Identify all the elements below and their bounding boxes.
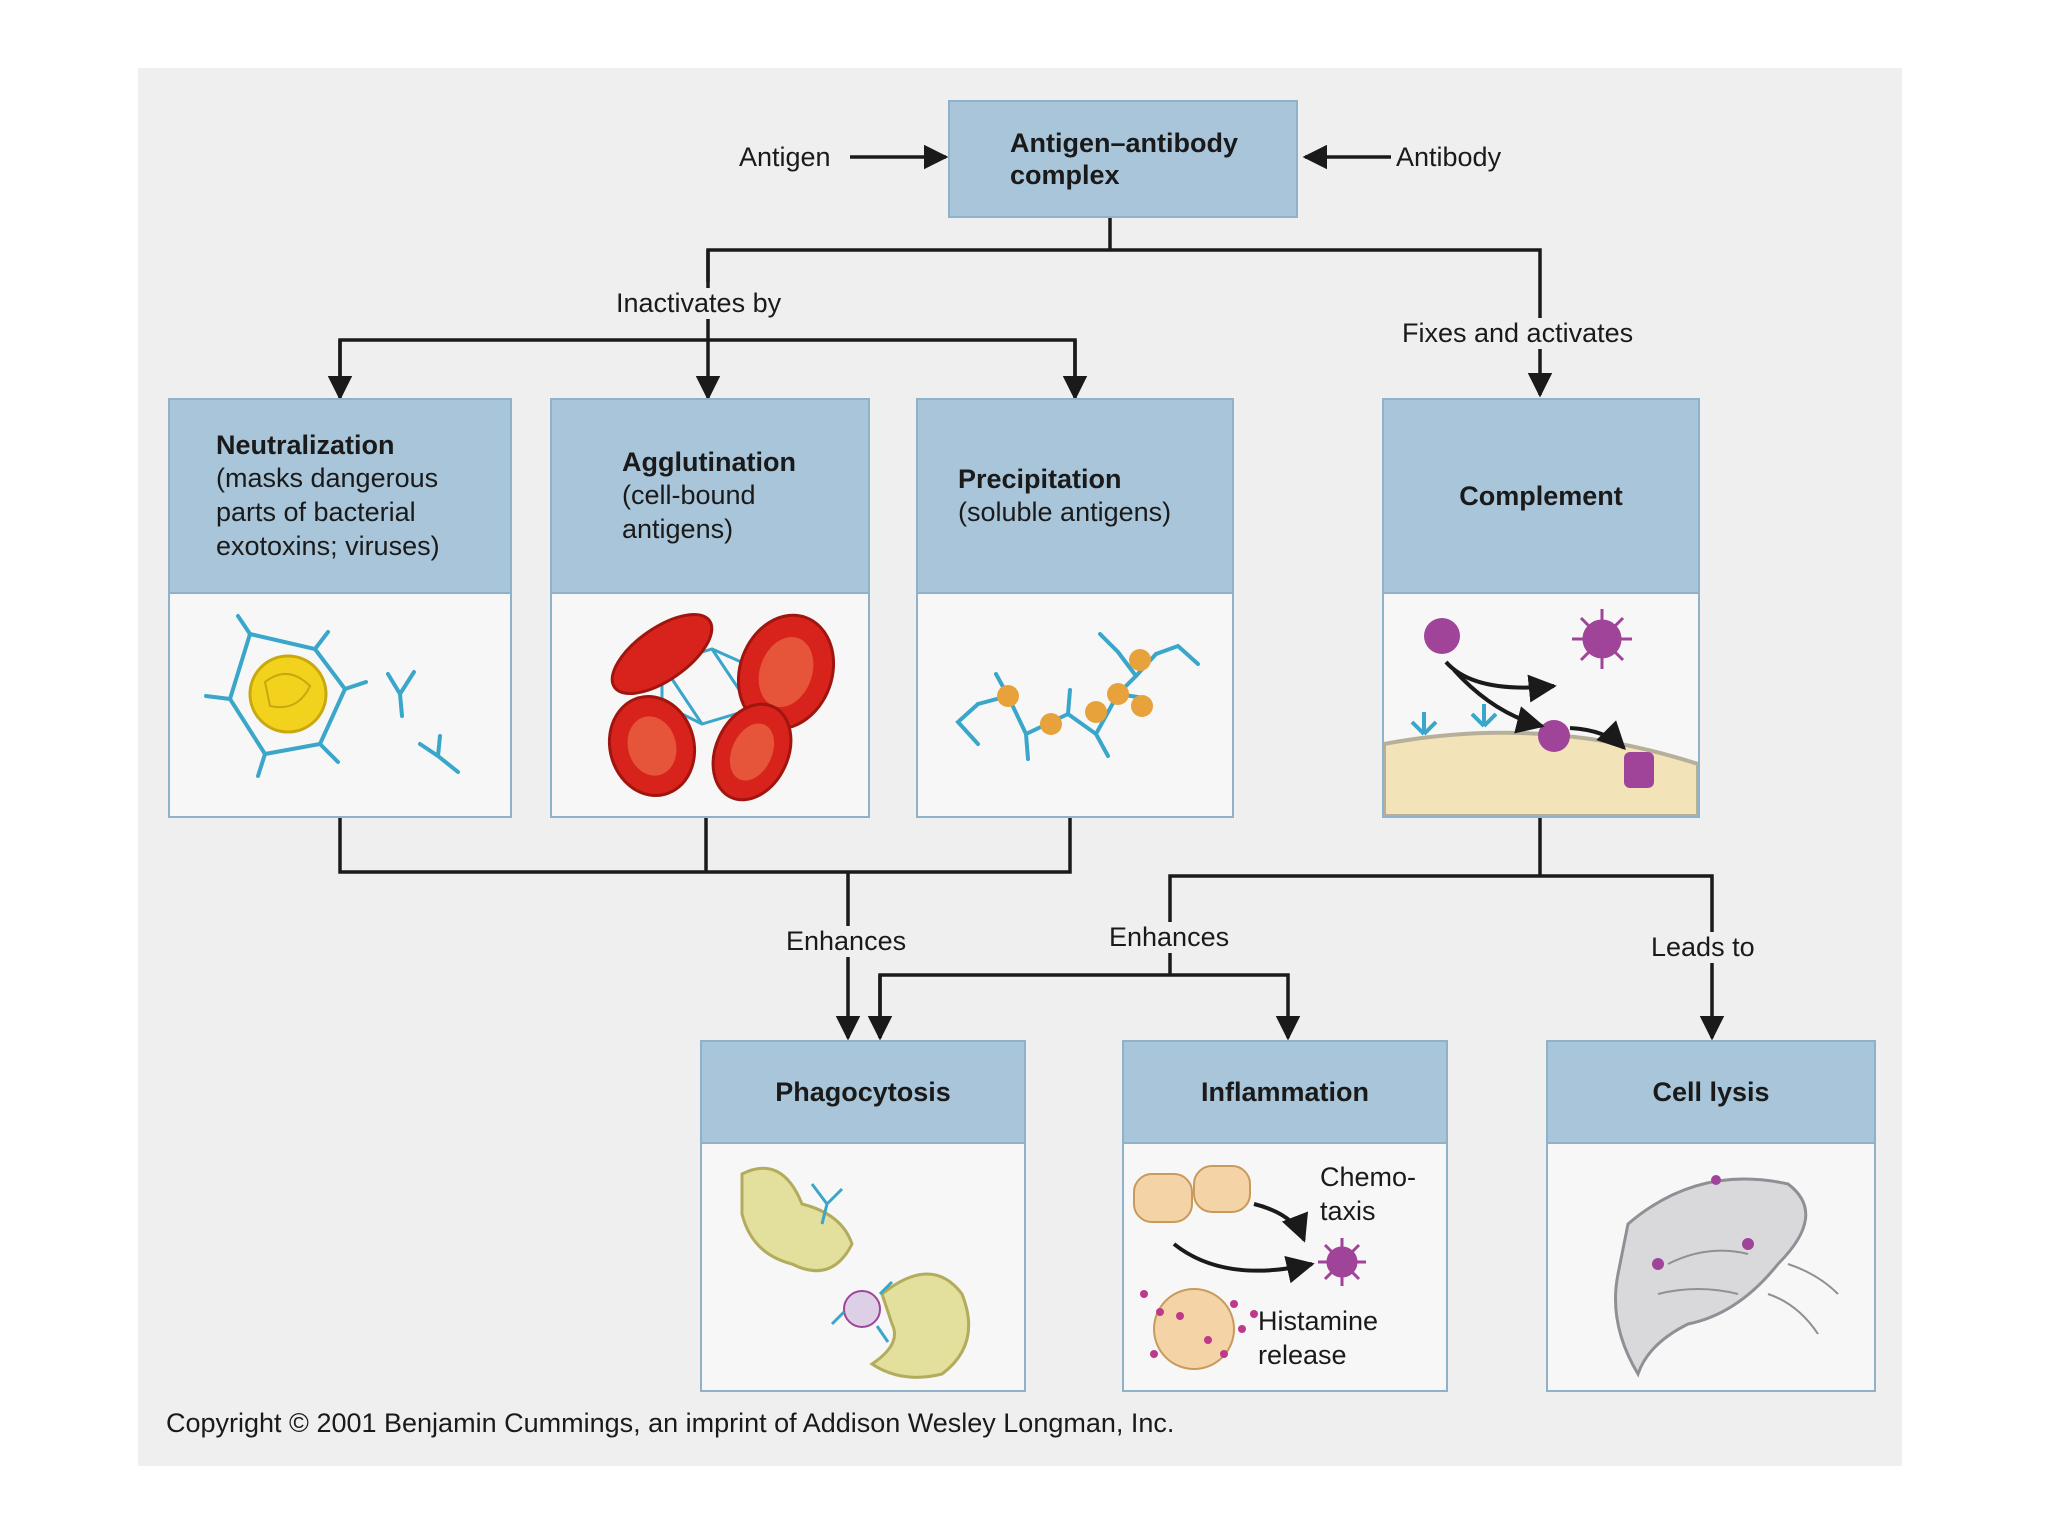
neutralization-illustration <box>170 594 510 816</box>
leads-to-label: Leads to <box>1647 932 1759 963</box>
antigen-label: Antigen <box>735 142 835 173</box>
complement-title: Complement <box>1459 481 1623 511</box>
precipitation-detail: (soluble antigens) <box>958 497 1172 527</box>
enhances-label-mid: Enhances <box>1105 922 1234 953</box>
inflammation-box: Inflammation Chemo- taxis Histamine rele… <box>1122 1040 1448 1392</box>
phagocytosis-title: Phagocytosis <box>775 1077 951 1107</box>
inflammation-title: Inflammation <box>1200 1077 1369 1107</box>
leads-to-arrow <box>1168 874 1725 1041</box>
fixes-label: Fixes and activates <box>1398 318 1638 349</box>
inactivates-label: Inactivates by <box>612 288 786 319</box>
antibody-label: Antibody <box>1392 142 1506 173</box>
histamine-label: Histamine release <box>1258 1306 1379 1370</box>
complement-illustration <box>1384 594 1698 816</box>
phagocytosis-box: Phagocytosis <box>700 1040 1026 1392</box>
agglutination-title: Agglutination <box>622 447 796 477</box>
cell-lysis-title: Cell lysis <box>1652 1077 1770 1107</box>
neutralization-box: Neutralization (masks dangerous parts of… <box>168 398 512 818</box>
phagocytosis-illustration <box>702 1144 1024 1390</box>
enhances-label-left: Enhances <box>782 926 911 957</box>
cell-lysis-box: Cell lysis <box>1546 1040 1876 1392</box>
complex-title: Antigen–antibody complex <box>1010 128 1238 190</box>
enhances-inflammation-arrow <box>878 973 1301 1041</box>
agglutination-detail: (cell-bound antigens) <box>622 480 756 544</box>
neutralization-detail: (masks dangerous parts of bacterial exot… <box>216 463 440 561</box>
cell-lysis-illustration <box>1548 1144 1874 1390</box>
precipitation-illustration <box>918 594 1232 816</box>
inflammation-illustration <box>1124 1144 1446 1390</box>
complex-box: Antigen–antibody complex <box>948 100 1298 218</box>
precipitation-box: Precipitation (soluble antigens) <box>916 398 1234 818</box>
precipitation-title: Precipitation <box>958 464 1122 494</box>
copyright-notice: Copyright © 2001 Benjamin Cummings, an i… <box>166 1408 1175 1438</box>
complement-box: Complement <box>1382 398 1700 818</box>
agglutination-illustration <box>552 594 868 816</box>
neutralization-title: Neutralization <box>216 430 395 460</box>
agglutination-box: Agglutination (cell-bound antigens) <box>550 398 870 818</box>
chemotaxis-label: Chemo- taxis <box>1320 1162 1417 1226</box>
